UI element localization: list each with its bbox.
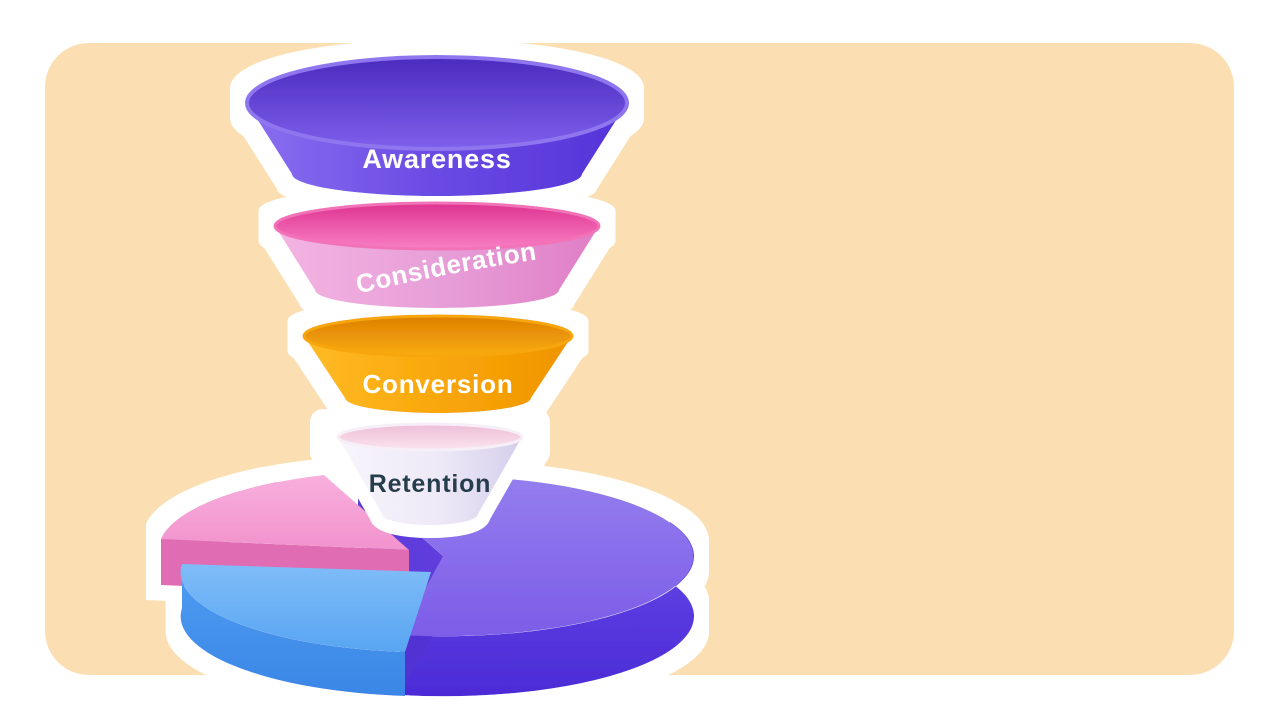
funnel-stage-consideration [273, 201, 601, 308]
funnel-stage-conversion-label: Conversion [362, 369, 513, 399]
awareness-bowl-opening [245, 55, 629, 151]
conversion-bowl-body [304, 336, 572, 413]
retention-cup-opening [336, 422, 524, 452]
pie-slice-blue [180, 564, 431, 696]
conversion-bowl-opening [302, 314, 574, 358]
consideration-bowl-opening [273, 201, 601, 251]
funnel-stage-retention [336, 422, 524, 525]
funnel-stage-retention-label: Retention [369, 470, 491, 498]
retention-cup-body [338, 437, 522, 525]
funnel-stage-awareness [245, 55, 629, 196]
funnel-stage-conversion [302, 314, 574, 413]
funnel-stage-awareness-label: Awareness [362, 144, 511, 174]
